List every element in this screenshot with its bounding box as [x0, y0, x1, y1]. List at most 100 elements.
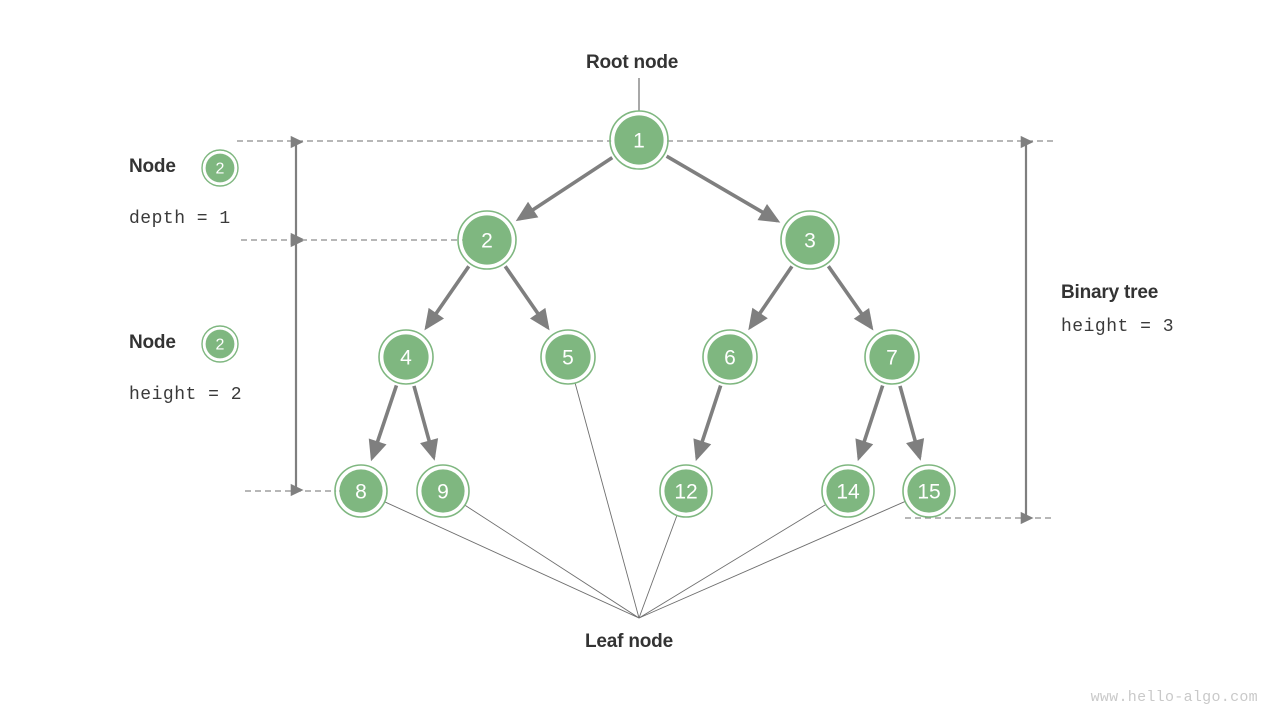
node-outer-ring [902, 464, 956, 518]
annotation-tree-title: Binary tree [1061, 282, 1159, 303]
node-value-label: 5 [562, 347, 574, 370]
root-node-label: Root node [586, 52, 679, 73]
badge-white-ring [202, 327, 237, 362]
tree-edge-n2-n5 [503, 265, 550, 331]
node-outer-ring [416, 464, 470, 518]
badge-white-ring [202, 150, 237, 185]
node-disc [614, 115, 664, 165]
node-value-label: 4 [400, 347, 412, 370]
tree-node-12[interactable]: 12 [659, 464, 713, 518]
node-value-label: 9 [437, 481, 449, 504]
annotation-node-height-value: height = 2 [129, 385, 243, 405]
tree-edge-n4-n9 [412, 385, 439, 461]
node-white-ring [542, 331, 594, 383]
node-value-label: 12 [674, 481, 697, 504]
node-outer-ring [702, 329, 758, 385]
annotation-node-depth-value: depth = 1 [129, 209, 231, 229]
badge-depth: 2 [201, 149, 239, 187]
node-disc [421, 469, 465, 513]
dashed-guide-lines [237, 140, 1055, 519]
badge-outer-ring [201, 325, 239, 363]
node-disc [462, 215, 512, 265]
node-white-ring [336, 466, 386, 516]
badge-height: 2 [201, 325, 239, 363]
node-outer-ring [378, 329, 434, 385]
tree-node-15[interactable]: 15 [902, 464, 956, 518]
node-disc [785, 215, 835, 265]
leaf-leader-line-n12 [638, 515, 678, 619]
tree-edges [368, 154, 925, 462]
node-white-ring [380, 331, 432, 383]
node-white-ring [904, 466, 954, 516]
node-outer-ring [659, 464, 713, 518]
leaf-leader-lines [384, 382, 906, 619]
node-value-label: 2 [481, 230, 493, 253]
leaf-leader-line-n15 [638, 501, 906, 619]
node-outer-ring [334, 464, 388, 518]
badge-value-label: 2 [216, 161, 225, 178]
node-outer-ring [821, 464, 875, 518]
leaf-node-label: Leaf node [585, 631, 673, 652]
node-value-label: 1 [633, 130, 645, 153]
node-disc [707, 334, 753, 380]
tree-edge-n1-n2 [515, 156, 614, 222]
node-outer-ring [780, 210, 840, 270]
badge-outer-ring [201, 149, 239, 187]
node-value-label: 15 [917, 481, 940, 504]
node-value-label: 3 [804, 230, 816, 253]
watermark: www.hello-algo.com [1090, 689, 1258, 706]
node-outer-ring [457, 210, 517, 270]
node-white-ring [866, 331, 918, 383]
measurement-arrows [290, 135, 1034, 525]
tree-node-6[interactable]: 6 [702, 329, 758, 385]
annotation-node-height-title: Node [129, 332, 176, 353]
node-white-ring [418, 466, 468, 516]
node-white-ring [459, 212, 515, 268]
tree-edge-n1-n3 [665, 154, 781, 223]
annotation-node-height: Node [129, 332, 176, 354]
tree-node-1[interactable]: 1 [609, 110, 669, 170]
leaf-leader-line-n9 [464, 504, 640, 619]
node-disc [869, 334, 915, 380]
tree-edge-n7-n14 [855, 384, 885, 462]
node-disc [664, 469, 708, 513]
node-outer-ring [540, 329, 596, 385]
annotation-badges: 22 [201, 149, 239, 363]
tree-edge-n2-n4 [424, 265, 471, 331]
annotation-node-depth: Node [129, 156, 176, 178]
tree-node-4[interactable]: 4 [378, 329, 434, 385]
leaf-leader-line-n5 [574, 382, 640, 619]
node-value-label: 7 [886, 347, 898, 370]
tree-node-5[interactable]: 5 [540, 329, 596, 385]
tree-node-9[interactable]: 9 [416, 464, 470, 518]
leaf-leader-line-n8 [384, 501, 640, 619]
node-disc [383, 334, 429, 380]
tree-edge-n4-n8 [368, 384, 399, 462]
node-white-ring [661, 466, 711, 516]
tree-node-8[interactable]: 8 [334, 464, 388, 518]
node-disc [545, 334, 591, 380]
leaf-leader-line-n14 [638, 504, 827, 619]
tree-node-3[interactable]: 3 [780, 210, 840, 270]
badge-disc [205, 329, 235, 359]
node-white-ring [782, 212, 838, 268]
badge-value-label: 2 [216, 337, 225, 354]
node-value-label: 8 [355, 481, 367, 504]
node-disc [339, 469, 383, 513]
tree-edge-n7-n15 [898, 385, 925, 461]
node-white-ring [823, 466, 873, 516]
annotation-node-depth-title: Node [129, 156, 176, 177]
node-disc [907, 469, 951, 513]
tree-node-14[interactable]: 14 [821, 464, 875, 518]
tree-edge-n6-n12 [693, 384, 723, 462]
node-outer-ring [864, 329, 920, 385]
badge-disc [205, 153, 235, 183]
annotation-tree-height-value: height = 3 [1061, 317, 1175, 337]
tree-node-7[interactable]: 7 [864, 329, 920, 385]
tree-edge-n3-n7 [826, 265, 874, 331]
tree-node-2[interactable]: 2 [457, 210, 517, 270]
node-value-label: 6 [724, 347, 736, 370]
